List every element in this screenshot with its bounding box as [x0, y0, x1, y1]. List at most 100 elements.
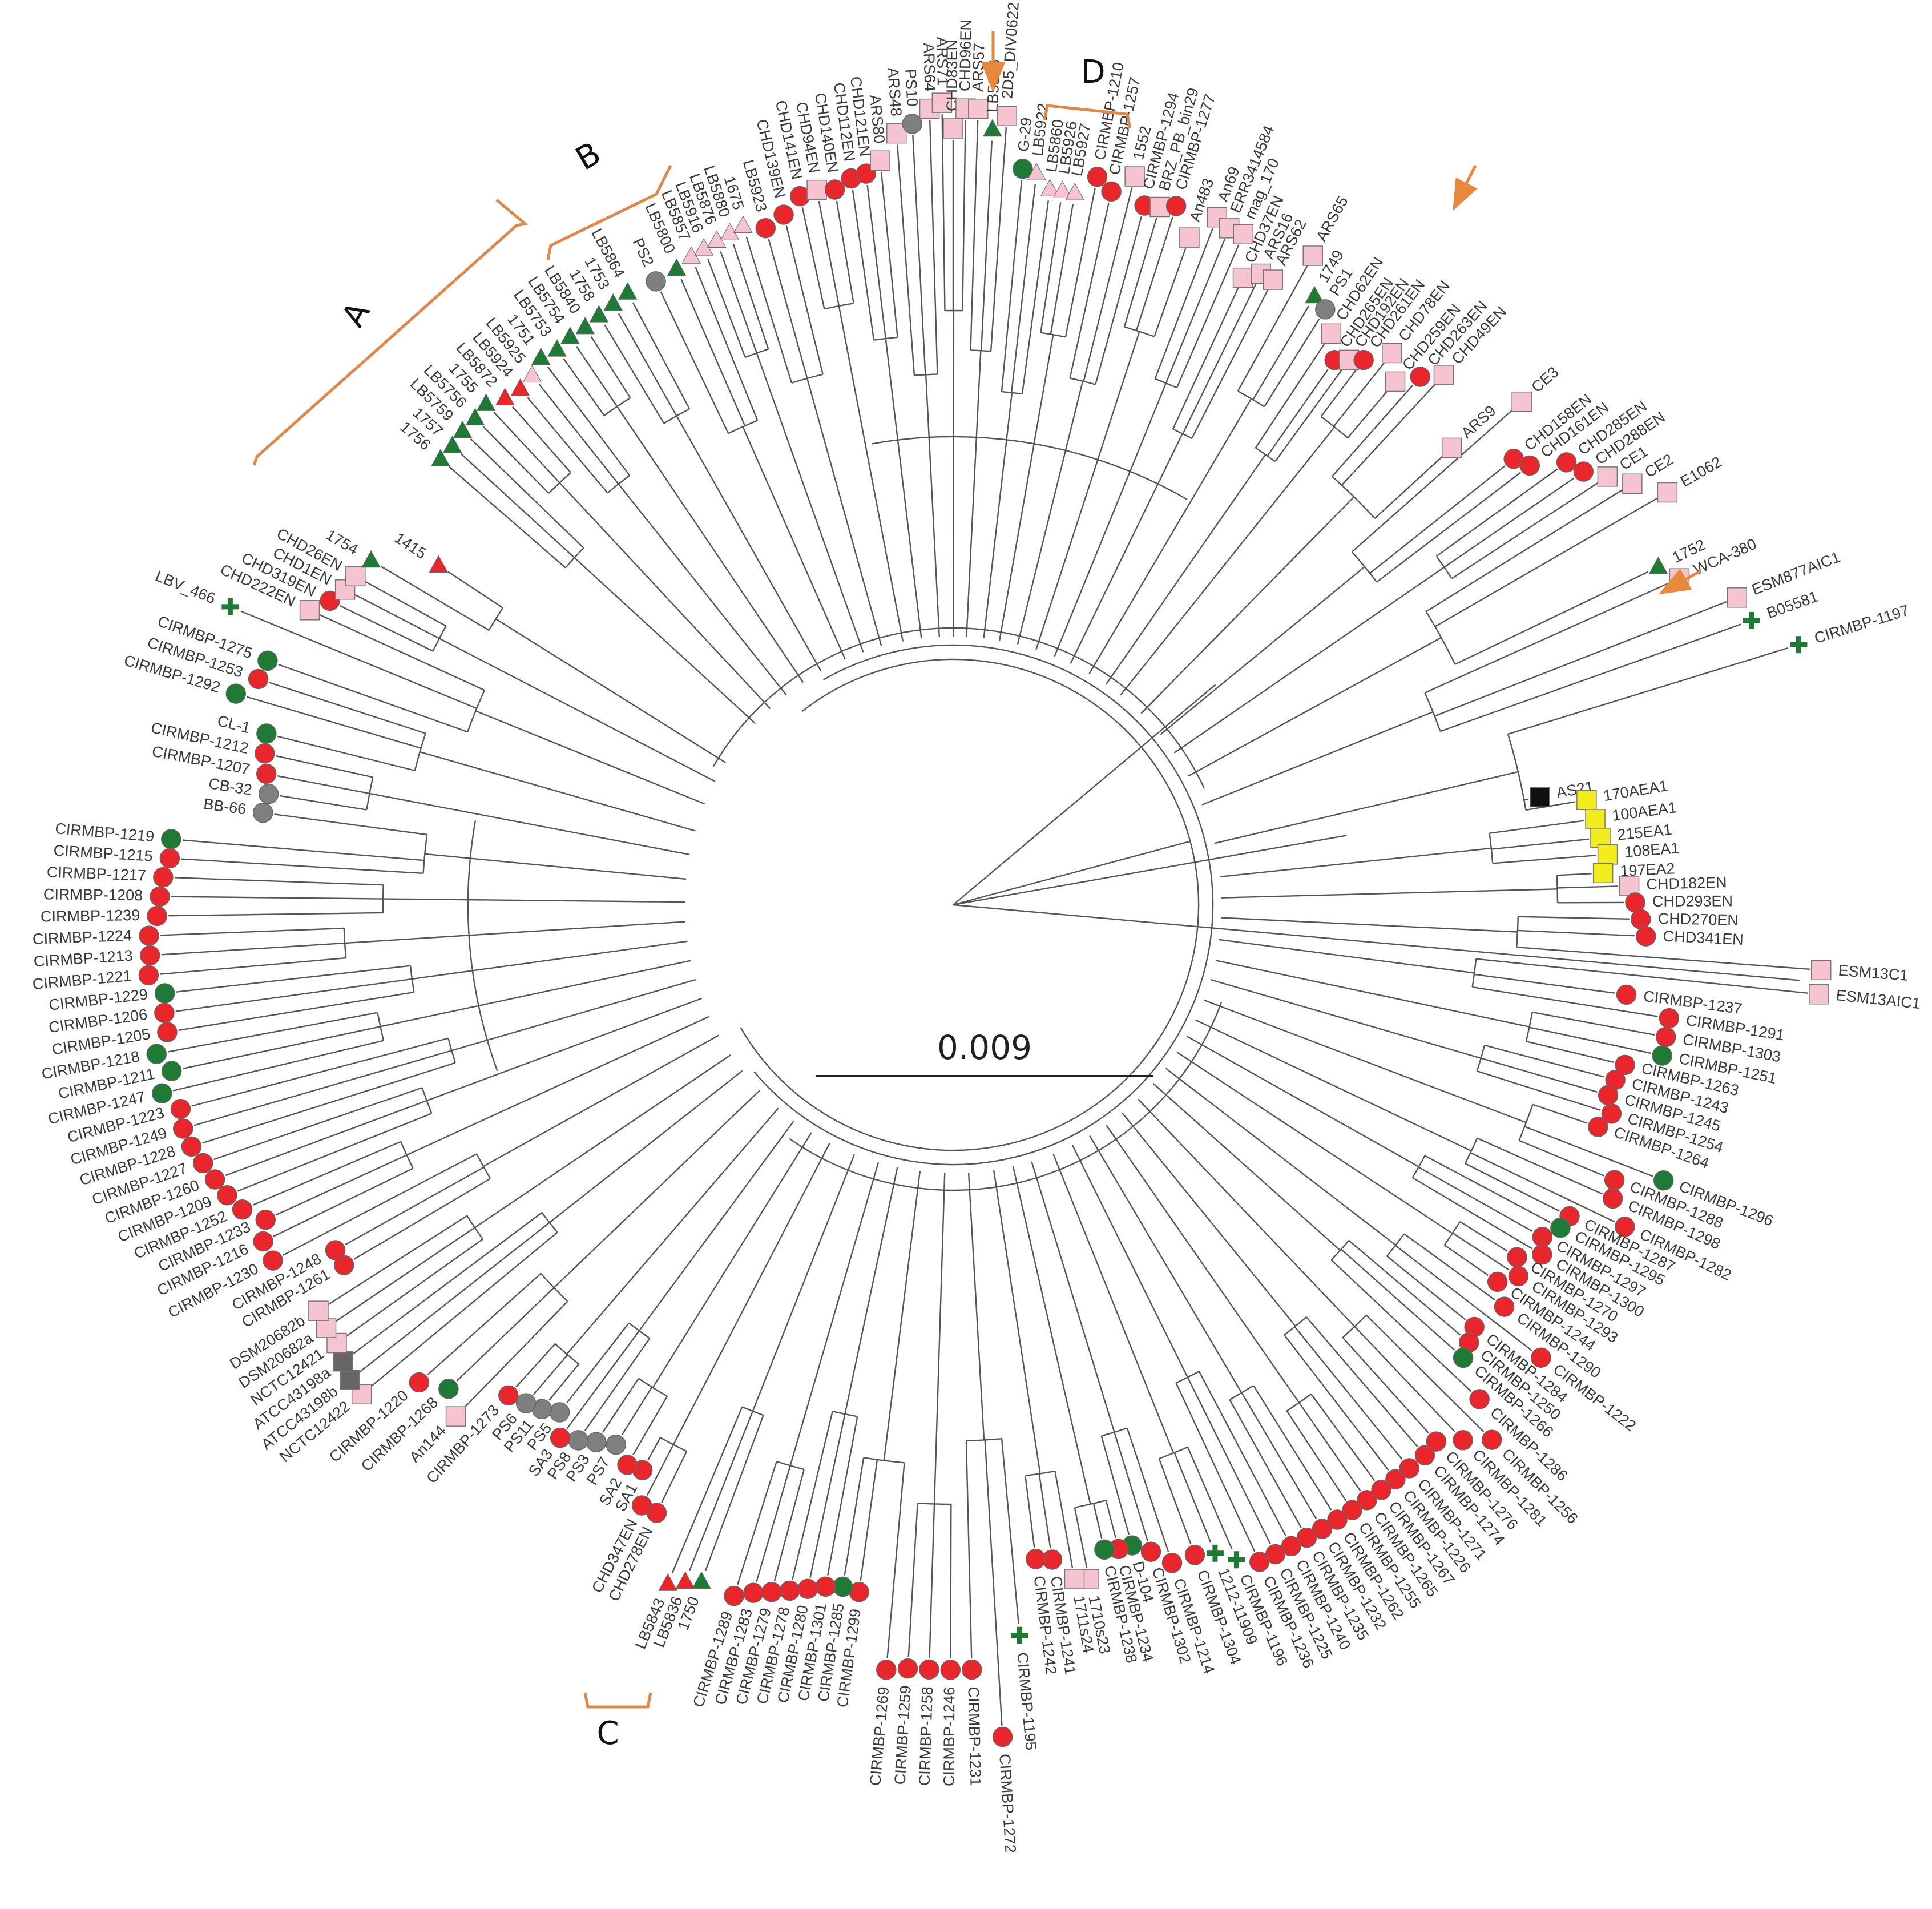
leaf-label: ESM13C1 — [1838, 962, 1909, 984]
red-circle-marker-icon — [550, 1427, 571, 1448]
leaf-label: ARS71 — [934, 37, 951, 86]
red-circle-marker-icon — [1602, 1188, 1623, 1209]
pink-square-marker-icon — [445, 1406, 466, 1427]
clade-label: D — [1080, 54, 1105, 91]
red-circle-marker-icon — [1481, 1429, 1502, 1450]
pink-square-marker-icon — [1124, 166, 1145, 187]
tree-leaf: CHD270EN — [1630, 909, 1739, 929]
red-circle-marker-icon — [325, 1240, 346, 1260]
pink-square-marker-icon — [1441, 437, 1462, 458]
leaf-label: CIRMBP-1258 — [916, 1686, 936, 1786]
green-cross-marker-icon — [1206, 1544, 1224, 1562]
pink-square-marker-icon — [870, 150, 890, 171]
red-circle-marker-icon — [1519, 455, 1540, 476]
red-circle-marker-icon — [1604, 1170, 1625, 1191]
red-circle-marker-icon — [1508, 1266, 1529, 1287]
red-circle-marker-icon — [1414, 1445, 1435, 1466]
leaf-label: E1062 — [1677, 453, 1725, 490]
red-circle-marker-icon — [253, 1231, 273, 1252]
red-circle-marker-icon — [1655, 1026, 1676, 1048]
green-cross-marker-icon — [1011, 1626, 1028, 1644]
green-circle-marker-icon — [161, 829, 181, 849]
tree-leaves: 17561757LB5759LB57561755LB5872LB5924LB59… — [32, 2, 1922, 1854]
pink-square-marker-icon — [931, 92, 953, 113]
leaf-label: CHD341EN — [1663, 928, 1744, 948]
tree-leaf: CIRMBP-1269 — [866, 1660, 897, 1786]
orange-arrow-icon — [1659, 568, 1702, 594]
leaf-label: CHD96EN — [957, 19, 975, 92]
grey-circle-marker-icon — [568, 1430, 589, 1451]
red-circle-marker-icon — [1630, 909, 1651, 929]
green-circle-marker-icon — [257, 650, 278, 671]
pink-square-marker-icon — [1207, 207, 1228, 228]
red-circle-marker-icon — [255, 743, 275, 764]
red-circle-marker-icon — [1249, 1552, 1270, 1572]
yellow-square-marker-icon — [1592, 863, 1614, 884]
red-circle-marker-icon — [159, 848, 180, 869]
red-circle-marker-icon — [1615, 1054, 1635, 1076]
grey-circle-marker-icon — [606, 1434, 626, 1455]
leaf-label: ARS64 — [920, 43, 939, 92]
tree-leaf: CE3 — [1511, 363, 1562, 412]
tree-leaf: CIRMBP-1231 — [961, 1659, 985, 1786]
red-circle-marker-icon — [1161, 1553, 1183, 1573]
green-circle-marker-icon — [438, 1379, 459, 1399]
red-circle-marker-icon — [1507, 1247, 1527, 1268]
clade-label: B — [570, 135, 607, 178]
leaf-label: 1415 — [392, 529, 430, 562]
red-circle-marker-icon — [1615, 1217, 1635, 1237]
grey-circle-marker-icon — [258, 783, 279, 804]
green-circle-marker-icon — [1550, 1217, 1571, 1238]
red-circle-marker-icon — [1399, 1458, 1419, 1479]
tree-branches — [160, 114, 1810, 1726]
green-triangle-marker-icon — [667, 258, 687, 276]
red-circle-marker-icon — [876, 1660, 897, 1680]
green-triangle-marker-icon — [560, 327, 580, 344]
red-circle-marker-icon — [153, 867, 174, 888]
tree-leaf: PS10 — [902, 69, 923, 134]
tree-leaf: ARS48 — [884, 67, 907, 144]
red-circle-marker-icon — [1296, 1527, 1317, 1548]
leaf-label: 108EA1 — [1624, 839, 1680, 860]
pink-square-marker-icon — [1233, 224, 1254, 245]
red-circle-marker-icon — [154, 1002, 175, 1024]
red-circle-marker-icon — [1531, 1347, 1551, 1368]
green-triangle-marker-icon — [361, 550, 381, 568]
green-circle-marker-icon — [832, 1576, 853, 1597]
darkgrey-square-marker-icon — [333, 1351, 353, 1372]
yellow-square-marker-icon — [1585, 809, 1606, 829]
tree-leaf: CIRMBP-1195 — [1011, 1626, 1040, 1751]
red-circle-marker-icon — [1453, 1430, 1473, 1451]
tree-leaf: CHD341EN — [1635, 926, 1744, 948]
leaf-label: G-29 — [1015, 117, 1035, 153]
leaf-label: B05581 — [1765, 588, 1821, 622]
red-circle-marker-icon — [255, 1209, 276, 1230]
red-circle-marker-icon — [192, 1153, 213, 1174]
leaf-label: BB-66 — [203, 795, 247, 818]
green-triangle-marker-icon — [476, 393, 496, 411]
green-triangle-marker-icon — [442, 436, 462, 453]
tree-leaf: CHD293EN — [1625, 892, 1733, 913]
leaf-label: CB-32 — [207, 775, 253, 799]
leaf-label: ARS9 — [1458, 402, 1499, 442]
red-circle-marker-icon — [1026, 1549, 1046, 1569]
clade-label: C — [596, 1715, 619, 1752]
darkgrey-square-marker-icon — [340, 1370, 360, 1390]
pink-triangle-marker-icon — [1065, 183, 1084, 200]
pink-square-marker-icon — [1810, 960, 1832, 981]
red-circle-marker-icon — [1616, 984, 1637, 1005]
pink-square-marker-icon — [1385, 371, 1406, 392]
clade-bracket-B — [546, 164, 672, 260]
pink-square-marker-icon — [943, 118, 963, 139]
red-circle-marker-icon — [1410, 367, 1431, 387]
orange-arrow-icon — [981, 31, 1006, 93]
leaf-label: CL-1 — [216, 712, 252, 736]
green-cross-marker-icon — [1228, 1551, 1245, 1569]
red-circle-marker-icon — [150, 886, 170, 907]
red-circle-marker-icon — [897, 1658, 918, 1679]
leaf-label: CIRMBP-1197 — [1812, 602, 1911, 647]
tree-leaf: CIRMBP-1246 — [940, 1660, 961, 1786]
red-circle-marker-icon — [409, 1372, 430, 1393]
green-cross-marker-icon — [1743, 611, 1760, 629]
grey-circle-marker-icon — [549, 1402, 570, 1423]
